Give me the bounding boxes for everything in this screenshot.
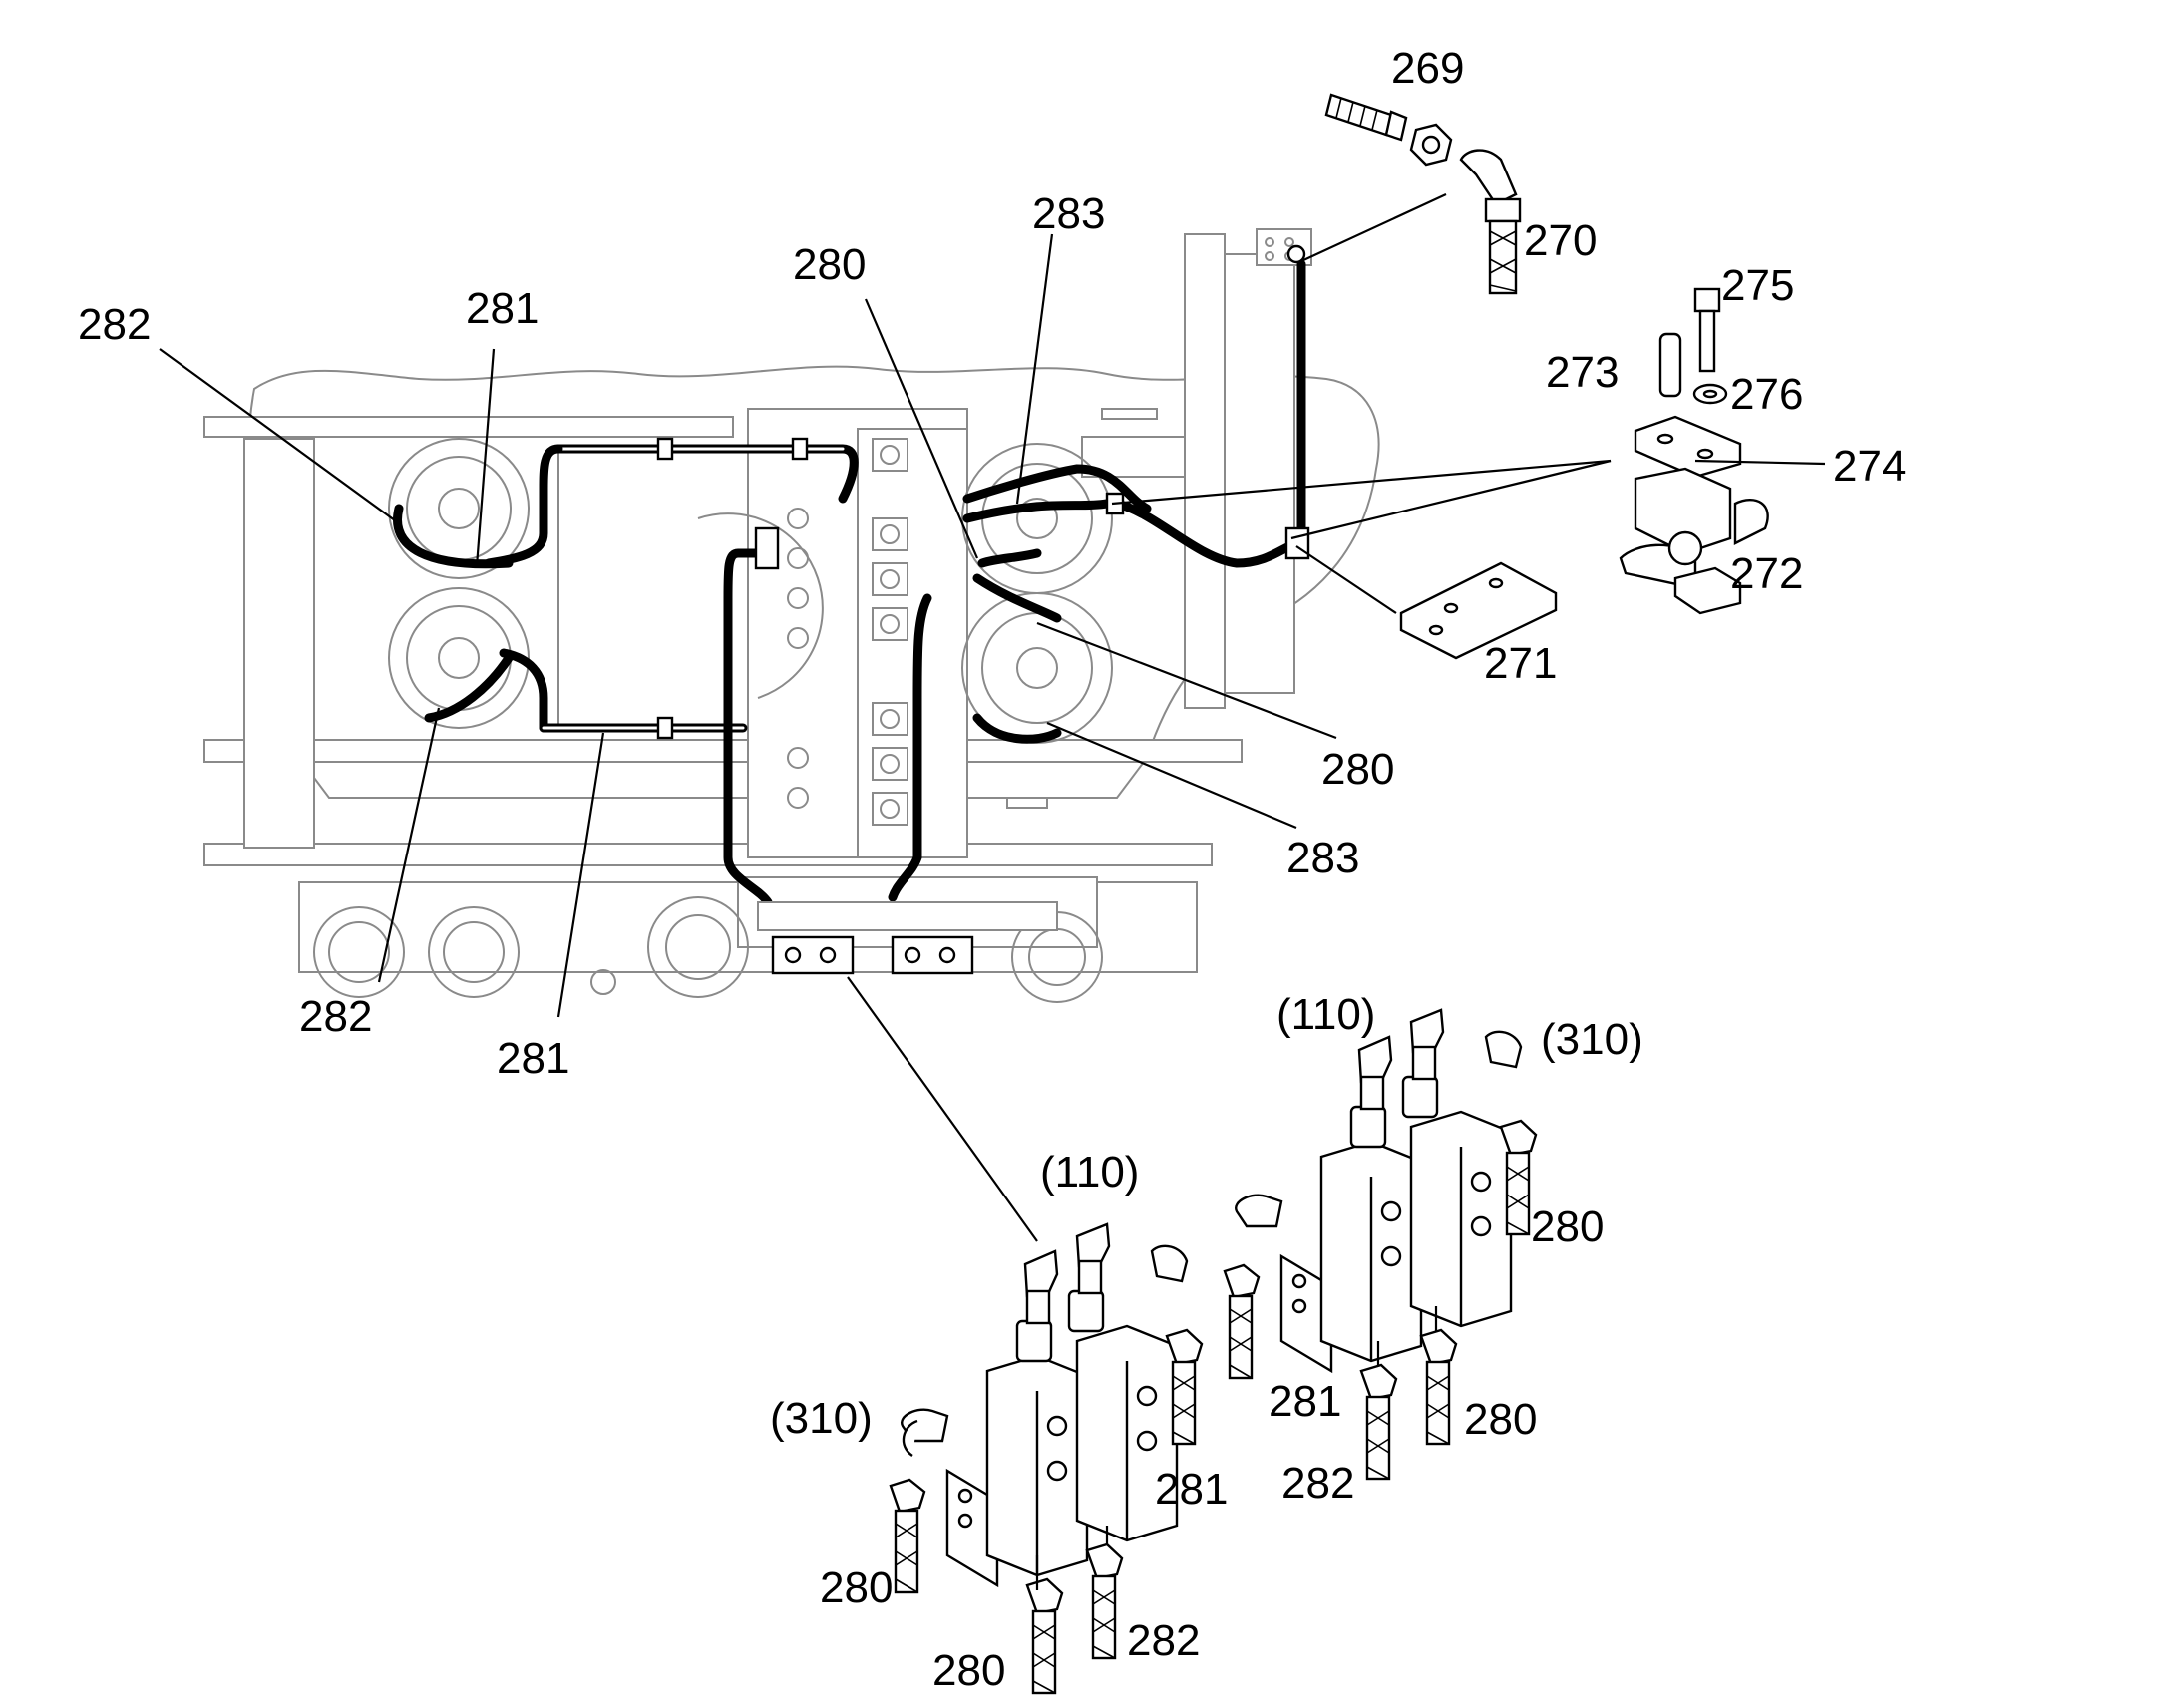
callout-281-b: 281 <box>1269 1377 1341 1426</box>
callout-310-a: (310) <box>770 1394 873 1443</box>
callout-282-top: 282 <box>78 300 151 349</box>
hose-end-281-right-a <box>1165 1328 1204 1446</box>
part-272-clamp <box>1619 467 1769 615</box>
callout-281-a: 281 <box>1155 1465 1228 1514</box>
callout-269: 269 <box>1391 44 1464 93</box>
callout-273: 273 <box>1546 348 1619 397</box>
callout-272: 272 <box>1730 549 1803 598</box>
callout-281-bottom: 281 <box>497 1034 569 1083</box>
callout-280-b-bottom: 280 <box>1464 1395 1537 1444</box>
callout-282-bottom: 282 <box>299 992 372 1041</box>
part-276-washer <box>1692 383 1728 405</box>
callouts: 269 270 283 280 281 282 275 273 276 274 … <box>78 44 1906 1695</box>
callout-110-b: (110) <box>1276 990 1375 1039</box>
hose-end-282-bottom-a <box>1085 1542 1124 1660</box>
callout-283-top: 283 <box>1032 189 1105 238</box>
callout-274: 274 <box>1833 442 1906 491</box>
callout-282-b: 282 <box>1281 1459 1354 1508</box>
callout-281-top: 281 <box>466 284 539 333</box>
part-275-bolt <box>1693 287 1721 373</box>
callout-310-b: (310) <box>1541 1015 1643 1064</box>
callout-276: 276 <box>1730 370 1803 419</box>
callout-280-top: 280 <box>793 240 866 289</box>
leader-lines <box>159 193 1826 1590</box>
callout-110-a: (110) <box>1040 1148 1139 1196</box>
part-274-plate <box>1634 415 1742 479</box>
part-269-nut <box>1409 123 1453 167</box>
part-271-plate <box>1399 561 1558 660</box>
hose-end-280-bottom-a <box>1025 1577 1064 1695</box>
hose-end-282-bottom-b <box>1359 1363 1398 1481</box>
exploded-manifold-a <box>889 1222 1204 1695</box>
exploded-manifold-b <box>1223 1008 1538 1481</box>
hose-end-280-left-a <box>889 1478 926 1594</box>
hose-end-280-left-b <box>1223 1263 1261 1380</box>
callout-271: 271 <box>1484 639 1557 688</box>
part-273-pin <box>1658 332 1682 398</box>
hose-end-280-bottom-b <box>1419 1328 1458 1446</box>
part-270-elbow-hose <box>1459 149 1522 295</box>
chassis-frame <box>203 228 1380 1003</box>
callout-280-b-right: 280 <box>1531 1202 1604 1251</box>
part-269-fitting <box>1324 93 1408 142</box>
callout-283-mid: 283 <box>1286 834 1359 882</box>
callout-275: 275 <box>1721 261 1794 310</box>
callout-280-a-bottom: 280 <box>932 1646 1005 1695</box>
callout-280-mid: 280 <box>1321 745 1394 794</box>
manifold-on-frame <box>757 901 1058 975</box>
callout-270: 270 <box>1524 216 1597 265</box>
hose-end-280-right-b <box>1499 1119 1538 1236</box>
callout-280-a-left: 280 <box>820 1563 893 1612</box>
callout-282-a: 282 <box>1127 1616 1200 1665</box>
